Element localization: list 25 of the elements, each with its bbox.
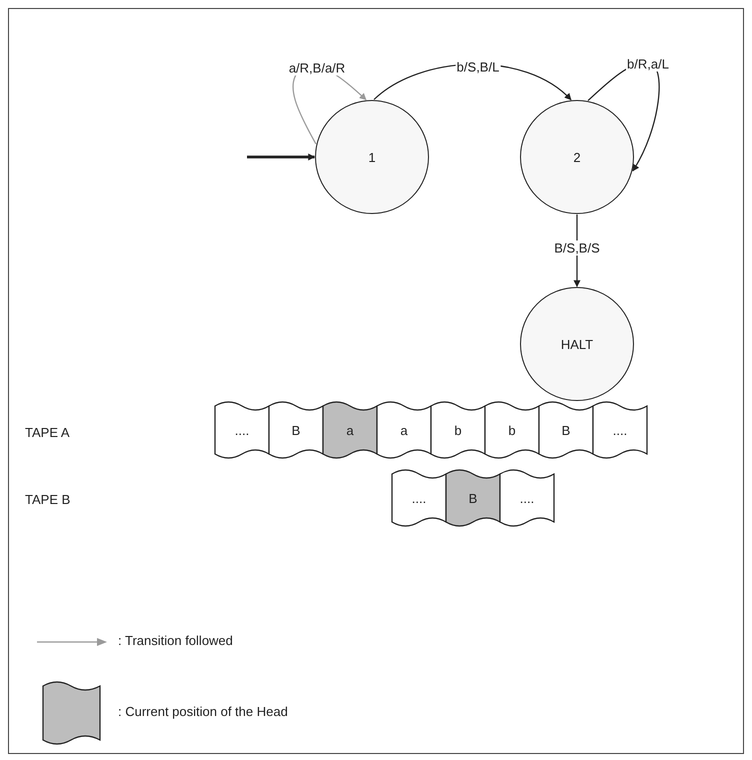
state-circle: HALT bbox=[520, 287, 634, 401]
legend-text: : Current position of the Head bbox=[118, 704, 288, 719]
tape-cell: a bbox=[377, 400, 431, 460]
arrow bbox=[247, 154, 316, 160]
state-circle: 1 bbox=[315, 100, 429, 214]
tape-cell: b bbox=[431, 400, 485, 460]
tape-cell: .... bbox=[500, 468, 554, 528]
tape-label: TAPE B bbox=[25, 492, 70, 507]
legend-text: : Transition followed bbox=[118, 633, 233, 648]
tape-cell: B bbox=[539, 400, 593, 460]
tape-cell: b bbox=[485, 400, 539, 460]
tape-cell: .... bbox=[215, 400, 269, 460]
tape-cell: .... bbox=[593, 400, 647, 460]
state-circle: 2 bbox=[520, 100, 634, 214]
tape-label: TAPE A bbox=[25, 425, 70, 440]
edge-label: B/S,B/S bbox=[553, 240, 601, 256]
edge-label: a/R,B/a/R bbox=[288, 60, 346, 76]
tape-cell: B bbox=[269, 400, 323, 460]
edge-label: b/S,B/L bbox=[456, 60, 500, 74]
tape-cell: a bbox=[323, 400, 377, 460]
arrow bbox=[374, 64, 572, 100]
tape-cell: .... bbox=[392, 468, 446, 528]
arrow bbox=[574, 214, 580, 288]
tape-cell: B bbox=[446, 468, 500, 528]
edge-label: b/R,a/L bbox=[626, 56, 670, 72]
